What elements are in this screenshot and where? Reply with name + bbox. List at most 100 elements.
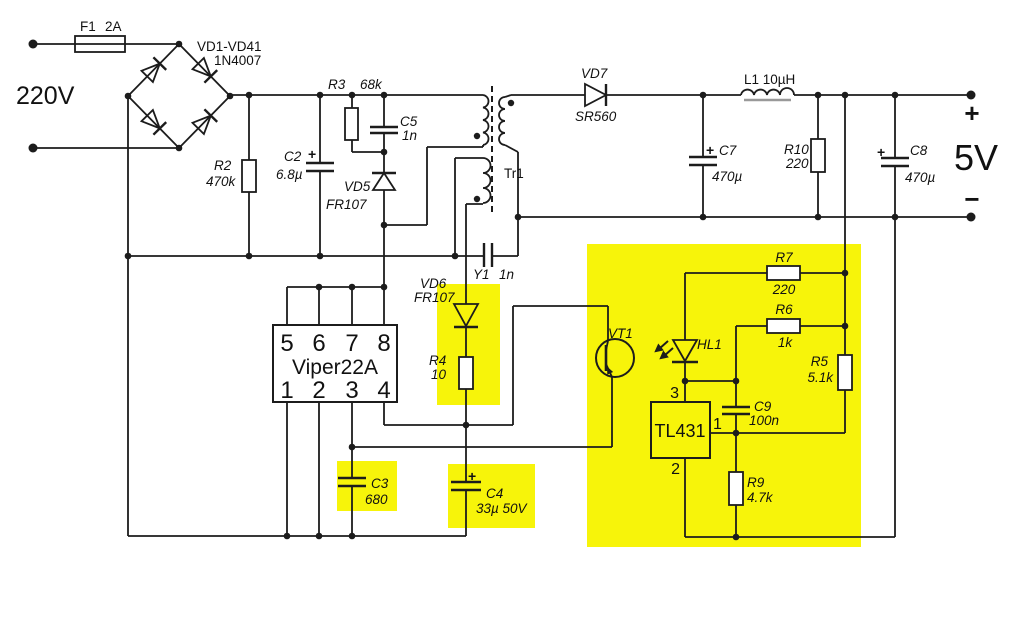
label-c4-value: 33µ 50V bbox=[476, 501, 529, 516]
label-vd7-ref: VD7 bbox=[581, 66, 608, 81]
viper-pin-8: 8 bbox=[377, 330, 390, 357]
capacitors bbox=[306, 125, 909, 492]
label-vd6-ref: VD6 bbox=[420, 276, 447, 291]
label-r6-ref: R6 bbox=[775, 302, 793, 317]
label-c7-polarity: + bbox=[706, 142, 714, 158]
resistor-r4 bbox=[458, 356, 474, 390]
label-r2-ref: R2 bbox=[214, 158, 232, 173]
tl431-pin-2: 2 bbox=[671, 461, 680, 478]
primary-winding bbox=[482, 94, 490, 146]
highlight-feedback-network bbox=[587, 244, 861, 547]
label-c5-value: 1n bbox=[402, 128, 417, 143]
fuse-f1-symbol bbox=[74, 35, 126, 53]
label-bridge-value: 1N4007 bbox=[214, 53, 261, 68]
viper-pin-2: 2 bbox=[312, 377, 325, 404]
tl431-pin-3: 3 bbox=[670, 385, 679, 402]
ic-viper22a: 5 6 7 8 Viper22A 1 2 3 4 bbox=[272, 324, 398, 404]
highlight-c4 bbox=[448, 464, 535, 528]
label-l1-ref: L1 10µH bbox=[744, 72, 795, 87]
label-c8-value: 470µ bbox=[905, 170, 936, 185]
label-c8-polarity: + bbox=[877, 144, 885, 160]
viper-name: Viper22A bbox=[292, 356, 378, 379]
highlight-regions bbox=[337, 244, 861, 547]
resistor-r9 bbox=[728, 471, 744, 506]
label-c7-ref: C7 bbox=[719, 143, 737, 158]
auxiliary-winding bbox=[482, 157, 492, 204]
label-r9-ref: R9 bbox=[747, 475, 765, 490]
label-vd7-value: SR560 bbox=[575, 109, 617, 124]
viper-pin-1: 1 bbox=[280, 377, 293, 404]
label-c2-value: 6.8µ bbox=[276, 167, 303, 182]
capacitor-c7 bbox=[689, 155, 717, 167]
label-r3-value: 68k bbox=[360, 77, 383, 92]
label-r9-value: 4.7k bbox=[747, 490, 774, 505]
polarity-dot bbox=[473, 132, 481, 140]
optocoupler-led-hl1 bbox=[654, 339, 699, 364]
capacitor-c8 bbox=[881, 156, 909, 168]
capacitor-c3 bbox=[338, 476, 366, 488]
diode-vd6 bbox=[452, 303, 480, 329]
output-terminal-minus bbox=[966, 212, 976, 222]
resistor-r2 bbox=[241, 159, 257, 193]
resistor-r7 bbox=[766, 265, 801, 281]
label-r7-value: 220 bbox=[772, 282, 796, 297]
label-c9-value: 100n bbox=[749, 413, 779, 428]
diode-vd5 bbox=[371, 171, 397, 191]
label-f1-value: 2A bbox=[105, 19, 122, 34]
capacitor-c9 bbox=[722, 405, 750, 416]
label-input-voltage: 220V bbox=[16, 82, 75, 110]
secondary-winding bbox=[498, 96, 506, 146]
resistor-r10 bbox=[810, 138, 826, 173]
label-c8-ref: C8 bbox=[910, 143, 928, 158]
label-c2-ref: C2 bbox=[284, 149, 302, 164]
viper-pin-4: 4 bbox=[377, 377, 390, 404]
label-f1-ref: F1 bbox=[80, 19, 96, 34]
capacitor-c5 bbox=[370, 125, 398, 135]
label-r5-ref: R5 bbox=[811, 354, 829, 369]
diodes bbox=[371, 82, 699, 364]
light-emission-arrows-icon bbox=[654, 340, 674, 360]
polarity-dot bbox=[507, 99, 515, 107]
label-c3-ref: C3 bbox=[371, 476, 389, 491]
output-terminal-plus bbox=[966, 90, 976, 100]
resistor-r3 bbox=[344, 107, 359, 141]
label-r7-ref: R7 bbox=[775, 250, 793, 265]
resistor-r6 bbox=[766, 318, 801, 334]
tl431-pin-1: 1 bbox=[713, 416, 722, 433]
tl431-name: TL431 bbox=[654, 421, 705, 441]
label-c2-polarity: + bbox=[308, 146, 316, 162]
label-r10-value: 220 bbox=[785, 156, 809, 171]
label-vt1-ref: VT1 bbox=[608, 326, 633, 341]
label-vd5-value: FR107 bbox=[326, 197, 367, 212]
resistors bbox=[241, 107, 853, 506]
inductor-l1 bbox=[740, 87, 795, 102]
viper-pin-3: 3 bbox=[345, 377, 358, 404]
viper-pin-6: 6 bbox=[312, 330, 325, 357]
label-y1-value: 1n bbox=[499, 267, 514, 282]
viper-pin-7: 7 bbox=[345, 330, 358, 357]
label-hl1-ref: HL1 bbox=[697, 337, 722, 352]
junction-dots bbox=[28, 39, 976, 541]
wires bbox=[33, 42, 971, 538]
label-r4-ref: R4 bbox=[429, 353, 446, 368]
emitter-arrow bbox=[607, 366, 614, 375]
label-vd6-value: FR107 bbox=[414, 290, 455, 305]
label-c4-polarity: + bbox=[468, 468, 476, 484]
label-c9-ref: C9 bbox=[754, 399, 772, 414]
label-r3-ref: R3 bbox=[328, 77, 346, 92]
label-r5-value: 5.1k bbox=[807, 370, 834, 385]
ic-tl431: TL431 3 1 2 bbox=[650, 385, 722, 478]
label-bridge-ref: VD1-VD41 bbox=[197, 39, 262, 54]
label-r4-value: 10 bbox=[431, 367, 447, 382]
transformer-tr1 bbox=[473, 86, 515, 212]
label-r6-value: 1k bbox=[778, 335, 794, 350]
labels: 220V F1 2A VD1-VD41 1N4007 R2 470k C2 + … bbox=[16, 19, 998, 516]
label-vd5-ref: VD5 bbox=[344, 179, 371, 194]
bridge-rectifier bbox=[139, 56, 219, 136]
label-output-minus: − bbox=[964, 184, 979, 214]
label-output-voltage: 5V bbox=[954, 137, 998, 178]
label-c4-ref: C4 bbox=[486, 486, 503, 501]
label-y1-ref: Y1 bbox=[473, 267, 490, 282]
diode-vd7 bbox=[584, 82, 608, 108]
